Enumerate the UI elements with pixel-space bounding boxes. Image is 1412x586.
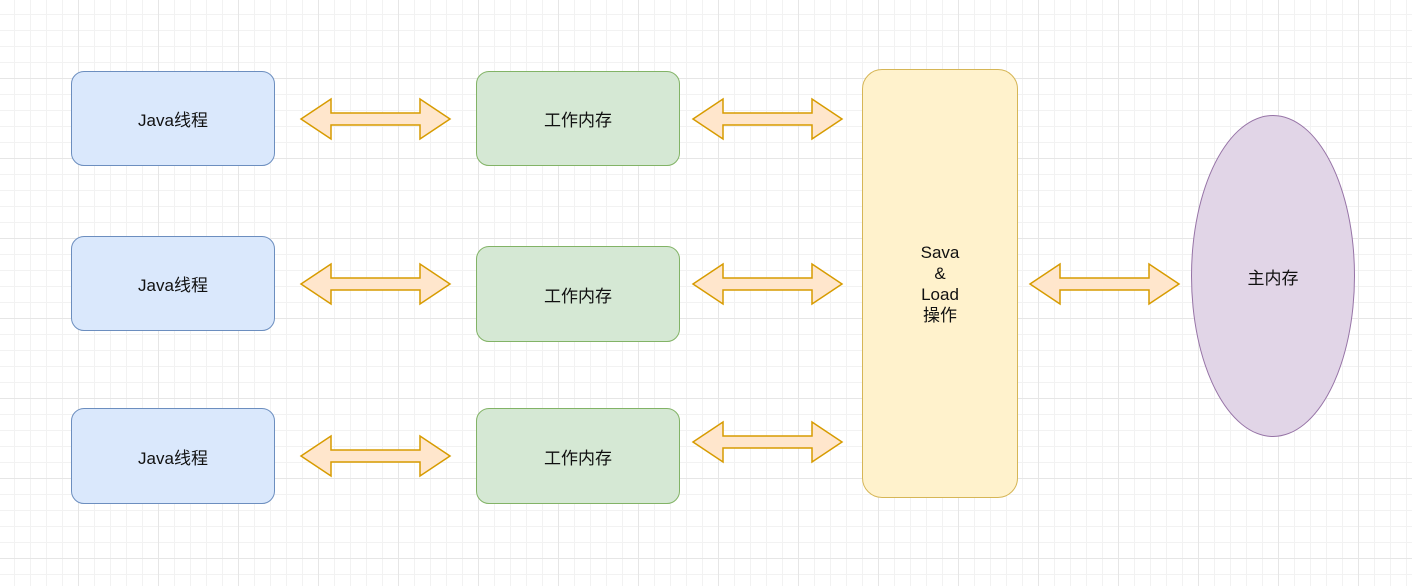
main-memory-label: 主内存 bbox=[1247, 268, 1299, 288]
save-load-line-3: Load bbox=[921, 284, 959, 304]
save-load-line-1: Sava bbox=[920, 242, 960, 262]
work-memory-box-1[interactable]: 工作内存 bbox=[476, 71, 680, 166]
java-thread-label-1: Java线程 bbox=[138, 111, 208, 130]
save-load-box[interactable]: Sava & Load 操作 bbox=[862, 69, 1018, 498]
double-arrow-4[interactable] bbox=[691, 97, 844, 141]
double-arrow-5[interactable] bbox=[691, 262, 844, 306]
work-memory-label-1: 工作内存 bbox=[544, 111, 612, 130]
double-arrow-7[interactable] bbox=[1028, 262, 1181, 306]
save-load-line-2: & bbox=[934, 263, 946, 283]
java-thread-label-3: Java线程 bbox=[138, 448, 208, 468]
double-arrow-3[interactable] bbox=[299, 434, 452, 478]
java-thread-label-2: Java线程 bbox=[138, 276, 208, 295]
double-arrow-2[interactable] bbox=[299, 262, 452, 306]
double-arrow-1[interactable] bbox=[299, 97, 452, 141]
main-memory-ellipse[interactable]: 主内存 bbox=[1191, 115, 1355, 437]
work-memory-box-3[interactable]: 工作内存 bbox=[476, 408, 680, 504]
java-thread-box-1[interactable]: Java线程 bbox=[71, 71, 275, 166]
work-memory-label-3: 工作内存 bbox=[544, 448, 612, 468]
work-memory-box-2[interactable]: 工作内存 bbox=[476, 246, 680, 342]
double-arrow-6[interactable] bbox=[691, 420, 844, 464]
java-thread-box-3[interactable]: Java线程 bbox=[71, 408, 275, 504]
work-memory-label-2: 工作内存 bbox=[544, 286, 612, 306]
save-load-line-4: 操作 bbox=[923, 305, 957, 325]
java-thread-box-2[interactable]: Java线程 bbox=[71, 236, 275, 331]
